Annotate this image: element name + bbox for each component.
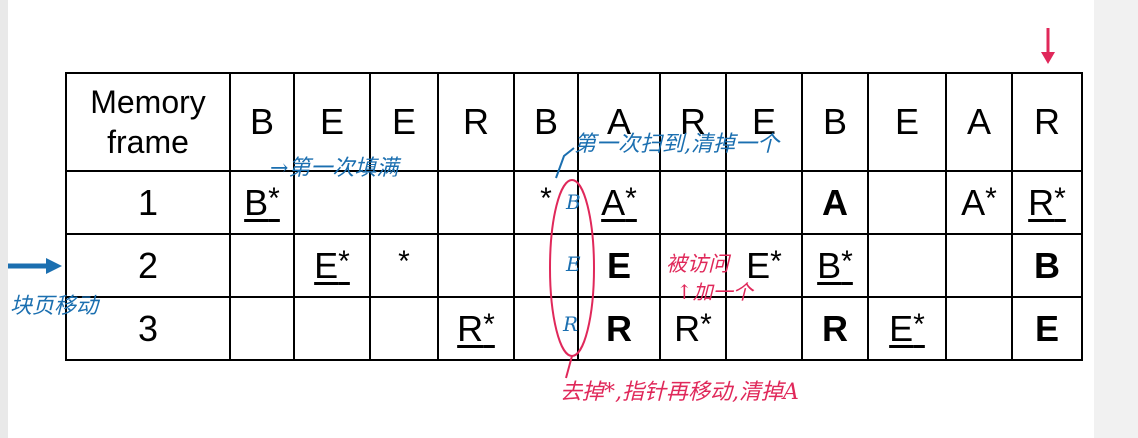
page-letter: R [674,307,701,349]
ref-cell: E [369,72,439,172]
page-letter: E [1034,307,1059,349]
page-letter: B [817,244,842,286]
note-pointer-move: 块页移动 [10,294,99,319]
page-letter: A [822,181,848,223]
frame-cell [229,296,295,361]
frame-cell [725,170,803,235]
header-row: Memory frame B E E R B A R E B E A R [65,72,1083,172]
frame-cell: B [1011,233,1083,298]
frame-cell [659,170,727,235]
page-letter: A [961,181,986,223]
frame-cell: A* [945,170,1013,235]
frame-cell: B* [801,233,869,298]
circle-letter-r: R [563,312,579,336]
frame-cell: E [1011,296,1083,361]
header-label-line2: frame [107,124,189,160]
page-letter: E [314,244,339,286]
viewer-right-margin [1094,0,1138,438]
frame-cell [293,296,371,361]
frame-cell: R* [437,296,515,361]
frame-number: 1 [65,170,231,235]
use-bit-mark: * [338,244,350,278]
frame-cell: A [801,170,869,235]
note-accessed: 被访问 [666,252,729,276]
use-bit-mark: * [1054,181,1066,215]
use-bit-mark: * [841,244,853,278]
memory-frame-header: Memory frame [65,72,231,172]
note-add-one: ↑加一个 [676,280,753,304]
frame-cell: R [801,296,869,361]
use-bit-mark: * [625,181,637,215]
frame-cell: E* [867,296,947,361]
frame-cell [659,233,727,298]
page-letter: R [822,307,848,349]
ref-cell: R [437,72,515,172]
ref-cell: B [229,72,295,172]
page-letter: E [606,244,631,286]
frame-cell [437,233,515,298]
frame-cell [945,233,1013,298]
use-bit-mark: * [700,307,712,341]
frame-cell: E* [725,233,803,298]
ref-cell: E [725,72,803,172]
header-label-line1: Memory [90,84,206,120]
frame-cell [293,170,371,235]
ref-cell: E [867,72,947,172]
note-bottom: 去掉*,指针再移动,清掉A [560,380,799,405]
use-bit-mark: * [268,181,280,215]
frame-cell [437,170,515,235]
ref-cell: B [513,72,579,172]
frame-number: 3 [65,296,231,361]
use-bit-mark: * [770,244,782,278]
use-bit-mark: * [398,244,410,278]
ref-cell: E [293,72,371,172]
ref-cell: B [801,72,869,172]
use-bit-mark: * [985,181,997,215]
frame-cell [867,170,947,235]
frame-cell [945,296,1013,361]
ref-cell: A [945,72,1013,172]
ref-cell: R [1011,72,1083,172]
frame-cell: B* [229,170,295,235]
ref-cell: A [577,72,661,172]
frame-cell: R [577,296,661,361]
circle-letter-e: E [566,252,581,276]
frame-cell: E* [293,233,371,298]
page-letter: B [244,181,269,223]
use-bit-mark: * [913,307,925,341]
page-letter: B [1034,244,1060,286]
page-letter: R [606,307,632,349]
frame-cell: R* [659,296,727,361]
frame-cell [369,170,439,235]
frame-cell [725,296,803,361]
page-letter: R [457,307,484,349]
frame-cell: A* [577,170,661,235]
use-bit-mark: * [540,181,552,215]
page-letter: R [1028,181,1055,223]
page-letter: A [601,181,626,223]
frame-cell [369,296,439,361]
page-letter: E [889,307,914,349]
circle-letter-b: B [566,190,581,214]
page-letter: E [746,244,771,286]
note-first-scan-clear: 第一次扫到,清掉一个 [574,132,779,157]
frame-cell [867,233,947,298]
note-first-fill: →第一次填满 [270,156,399,181]
ref-cell: R [659,72,727,172]
frame-cell: * [369,233,439,298]
use-bit-mark: * [483,307,495,341]
frame-cell [229,233,295,298]
frame-cell: E [577,233,661,298]
frame-number: 2 [65,233,231,298]
frame-cell: R* [1011,170,1083,235]
